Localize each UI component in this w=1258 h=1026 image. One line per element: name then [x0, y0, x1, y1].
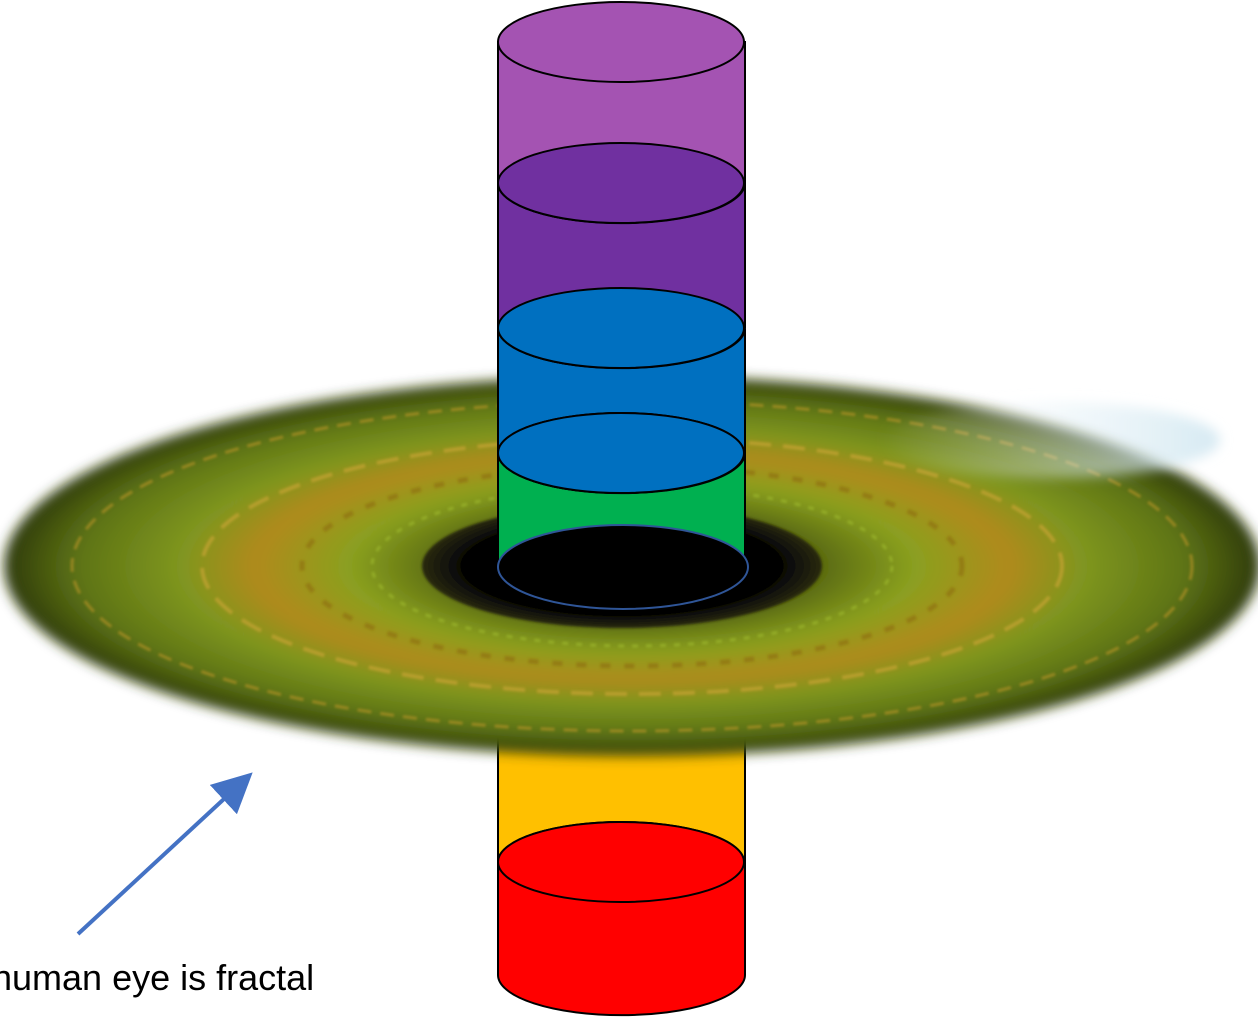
arrow-up-right-icon [76, 772, 253, 936]
red-cylinder [497, 821, 746, 1017]
caption-text: human eye is fractal [0, 957, 315, 998]
violet-light-cylinder [497, 1, 746, 225]
green-cylinder-top [497, 412, 745, 494]
black-cylinder-opening [497, 524, 749, 610]
